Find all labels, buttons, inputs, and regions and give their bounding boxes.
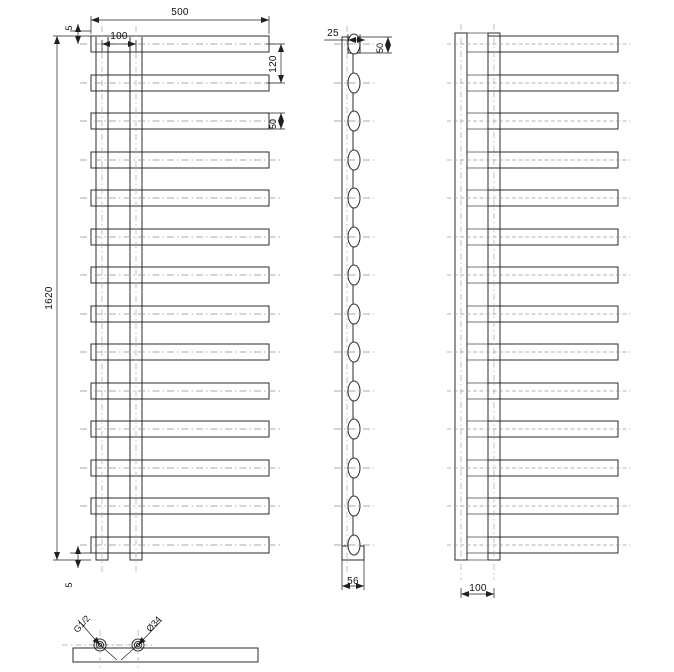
rear-bars: [487, 35, 619, 554]
dim-50-front-label: 50: [268, 119, 278, 129]
side-view: [334, 26, 374, 572]
dim-100-rear-label: 100: [469, 583, 487, 594]
detail-plate: [72, 647, 259, 663]
side-view-dimensions: 25 50 56: [324, 28, 392, 590]
side-port-centerlines: [334, 43, 374, 546]
detail-port-left: [94, 630, 106, 668]
dim-25-label: 25: [327, 28, 339, 39]
dim-5-top-label: 5: [64, 25, 74, 30]
rear-manifold-centerlines: [460, 24, 495, 580]
front-view-dimensions: 500 100 5 5 1620 120: [44, 7, 285, 588]
rear-bar-centerlines: [447, 43, 630, 546]
bottom-detail-view: G1/2 Ø34: [62, 613, 259, 668]
front-view: [80, 26, 282, 572]
rear-ribs: [467, 51, 488, 554]
dim-100-top-label: 100: [110, 31, 128, 42]
rear-view-dimensions: 100: [460, 583, 495, 598]
front-manifold-centerlines: [101, 26, 137, 572]
dim-1620-label: 1620: [44, 286, 55, 310]
front-manifold-edges: [96, 37, 142, 560]
dim-56-label: 56: [347, 576, 359, 587]
dim-50-side-label: 50: [375, 43, 385, 53]
dim-500-label: 500: [171, 7, 189, 18]
dim-5-bottom-label: 5: [64, 582, 74, 587]
front-bars: [90, 35, 270, 554]
dim-120-label: 120: [268, 55, 279, 73]
rear-view: [447, 24, 630, 580]
thread-label: G1/2: [72, 613, 92, 634]
diameter-label: Ø34: [144, 614, 163, 633]
